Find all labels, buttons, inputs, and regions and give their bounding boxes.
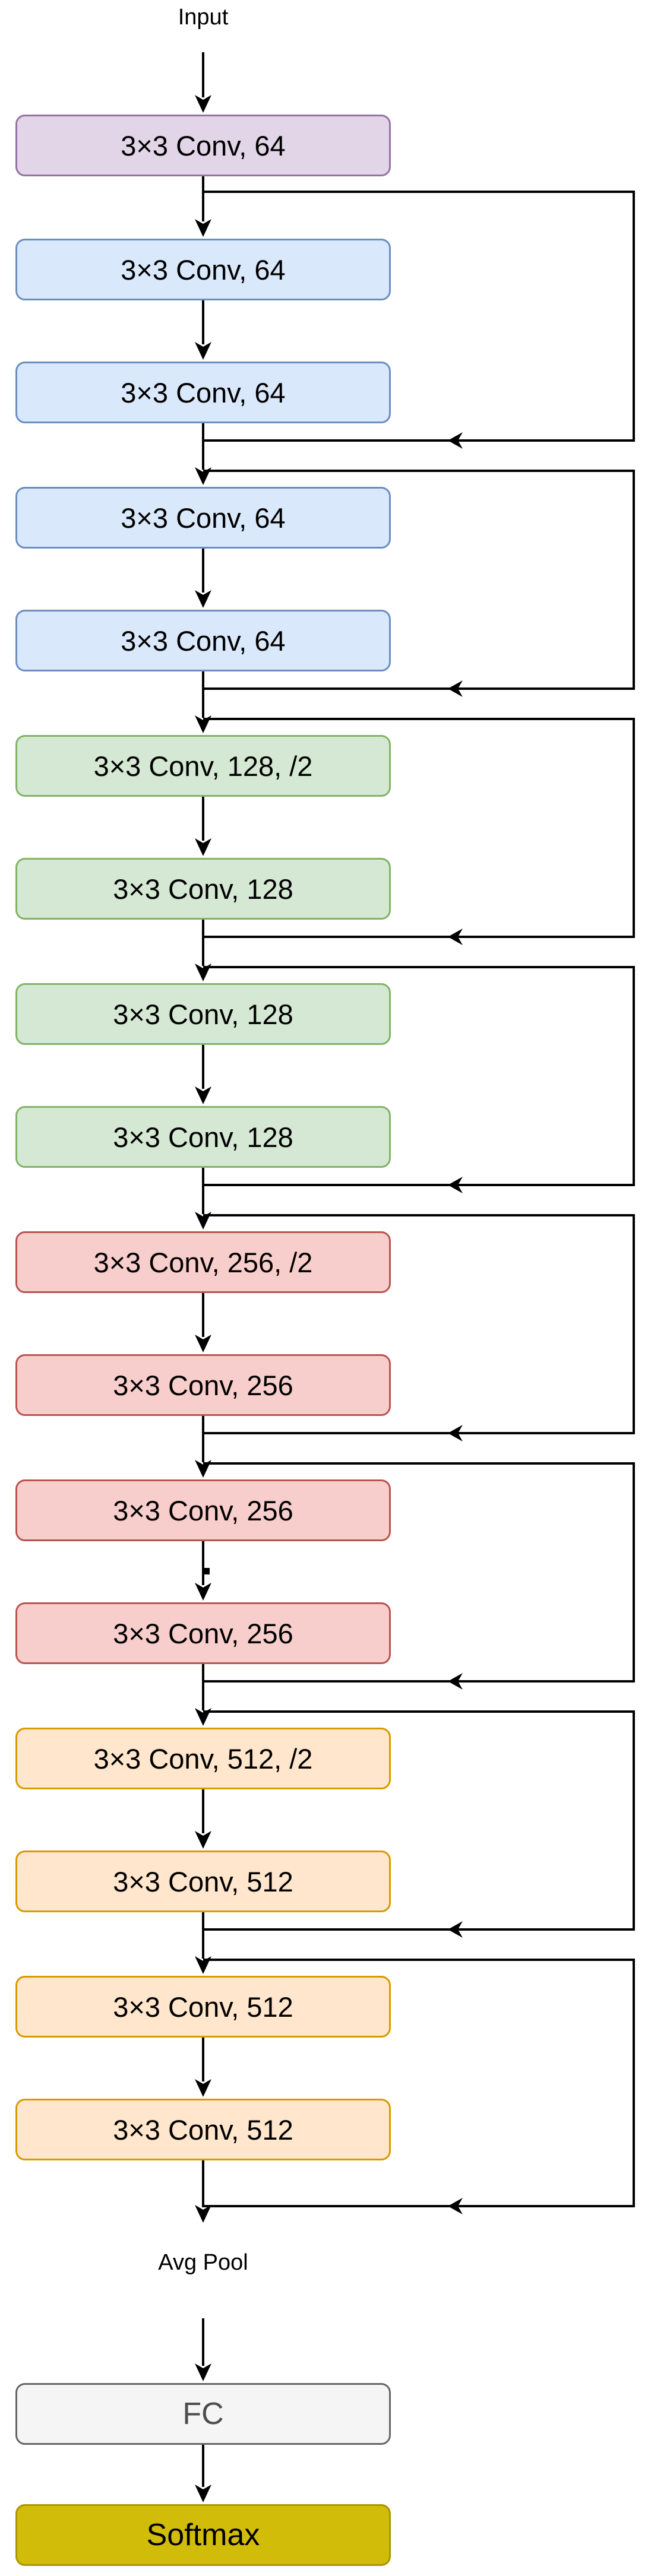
conv4-4-block: 3×3 Conv, 256: [15, 1602, 391, 1664]
down-arrowhead-icon: [195, 1212, 211, 1230]
arrow-conv2-3-to-conv2-4: [195, 549, 211, 608]
merge-arrowhead-icon: [448, 1177, 463, 1193]
conv2-3-block: 3×3 Conv, 64: [15, 487, 391, 549]
merge-arrowhead-icon: [448, 1921, 463, 1938]
merge-arrowhead-icon: [448, 680, 463, 697]
down-arrowhead-icon: [195, 590, 211, 608]
merge-arrowhead-icon: [448, 1673, 463, 1690]
down-arrowhead-icon: [195, 838, 211, 856]
conv4-3-block: 3×3 Conv, 256: [15, 1479, 391, 1541]
arrow-conv2-1-to-conv2-2: [195, 300, 211, 360]
down-arrowhead-icon: [195, 2079, 211, 2097]
conv2-1-block: 3×3 Conv, 64: [15, 239, 391, 300]
down-arrowhead-icon: [195, 1831, 211, 1849]
arrow-conv3-4-to-conv4-1: [195, 1168, 211, 1230]
merge-arrowhead-icon: [448, 1425, 463, 1441]
down-arrowhead-icon: [195, 1708, 211, 1726]
arrow-conv3-3-to-conv3-4: [195, 1045, 211, 1104]
conv3-4-block: 3×3 Conv, 128: [15, 1106, 391, 1168]
avg-pool-label: Avg Pool: [158, 2250, 248, 2275]
arrow-conv3-1-to-conv3-2: [195, 797, 211, 856]
down-arrowhead-icon: [195, 715, 211, 733]
down-arrowhead-icon: [195, 342, 211, 360]
down-arrowhead-icon: [195, 1086, 211, 1104]
arrow-fc-to-softmax: [195, 2445, 211, 2502]
down-arrowhead-icon: [195, 2485, 211, 2502]
down-arrowhead-icon: [195, 964, 211, 981]
down-arrowhead-icon: [195, 1460, 211, 1478]
conv3-2-block: 3×3 Conv, 128: [15, 858, 391, 920]
conv5-3-block: 3×3 Conv, 512: [15, 1976, 391, 2038]
arrow-conv1-to-conv2-1: [195, 176, 211, 237]
arrow-conv4-4-to-conv5-1: [195, 1664, 211, 1726]
conv4-2-block: 3×3 Conv, 256: [15, 1354, 391, 1416]
fc-block: FC: [15, 2383, 391, 2445]
conv3-1-block: 3×3 Conv, 128, /2: [15, 735, 391, 797]
arrow-conv4-2-to-conv4-3: [195, 1416, 211, 1478]
conv2-4-block: 3×3 Conv, 64: [15, 610, 391, 671]
arrow-conv3-2-to-conv3-3: [195, 920, 211, 981]
down-arrowhead-icon: [195, 2363, 211, 2381]
merge-arrowhead-icon: [448, 432, 463, 449]
arrow-conv5-4-to-avgpool: [195, 2160, 211, 2223]
conv5-4-block: 3×3 Conv, 512: [15, 2099, 391, 2160]
arrow-conv5-3-to-conv5-4: [195, 2038, 211, 2097]
arrow-conv2-4-to-conv3-1: [195, 671, 211, 733]
down-arrowhead-icon: [195, 1956, 211, 1974]
arrow-conv2-2-to-conv2-3: [195, 423, 211, 485]
arrow-conv5-1-to-conv5-2: [195, 1789, 211, 1849]
arrow-conv4-1-to-conv4-2: [195, 1293, 211, 1352]
arrow-conv4-3-to-conv4-4: [195, 1541, 211, 1601]
down-arrowhead-icon: [195, 2205, 211, 2223]
arrow-input-to-conv1: [195, 52, 211, 113]
conv4-1-block: 3×3 Conv, 256, /2: [15, 1231, 391, 1293]
down-arrowhead-icon: [195, 1335, 211, 1352]
down-arrowhead-icon: [195, 219, 211, 237]
merge-arrowhead-icon: [448, 929, 463, 945]
conv5-1-block: 3×3 Conv, 512, /2: [15, 1728, 391, 1789]
waypoint-dot: [204, 1568, 210, 1574]
conv3-3-block: 3×3 Conv, 128: [15, 983, 391, 1045]
arrow-conv5-2-to-conv5-3: [195, 1912, 211, 1974]
conv5-2-block: 3×3 Conv, 512: [15, 1851, 391, 1912]
conv1-block: 3×3 Conv, 64: [15, 115, 391, 176]
down-arrowhead-icon: [195, 467, 211, 485]
input-label: Input: [178, 5, 229, 30]
softmax-block: Softmax: [15, 2504, 391, 2566]
merge-arrowhead-icon: [448, 2198, 463, 2214]
conv2-2-block: 3×3 Conv, 64: [15, 362, 391, 423]
arrow-avgpool-to-fc: [195, 2318, 211, 2381]
down-arrowhead-icon: [195, 1583, 211, 1601]
down-arrowhead-icon: [195, 95, 211, 113]
